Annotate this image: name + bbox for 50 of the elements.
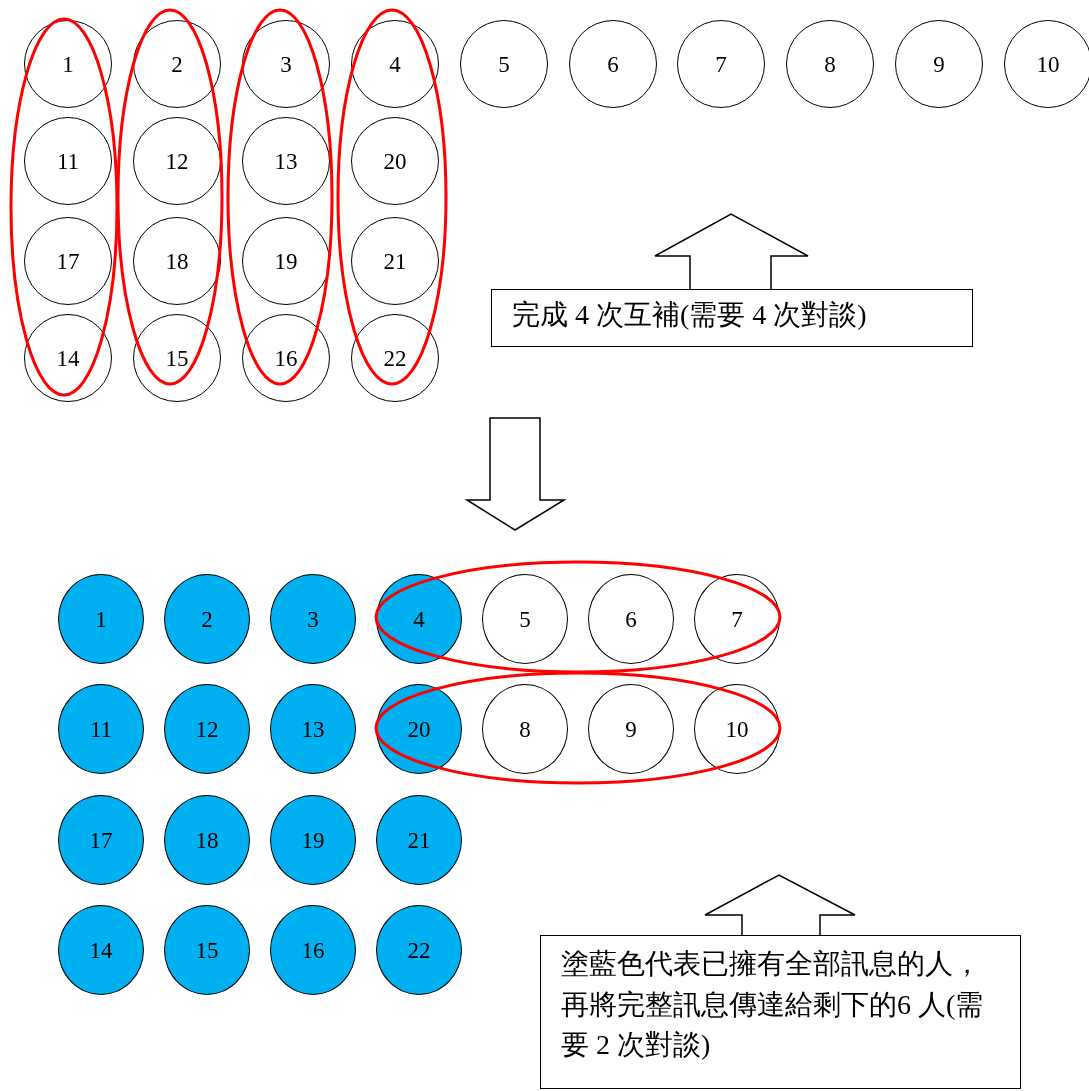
number-label: 1 xyxy=(62,52,74,76)
number-label: 17 xyxy=(56,249,80,273)
number-label: 7 xyxy=(731,607,743,631)
number-label: 22 xyxy=(383,346,407,370)
number-label: 2 xyxy=(201,607,213,631)
number-label: 14 xyxy=(56,346,80,370)
number-label: 12 xyxy=(165,149,189,173)
number-label: 21 xyxy=(383,249,407,273)
number-label: 11 xyxy=(89,717,113,741)
number-label: 3 xyxy=(280,52,292,76)
number-label: 13 xyxy=(274,149,298,173)
number-label: 18 xyxy=(195,828,219,852)
number-label: 5 xyxy=(498,52,510,76)
callout-text: 塗藍色代表已擁有全部訊息的人，再將完整訊息傳達給剩下的6 人(需要 2 次對談) xyxy=(561,947,985,1063)
number-label: 20 xyxy=(407,717,431,741)
number-label: 6 xyxy=(607,52,619,76)
number-label: 16 xyxy=(301,938,325,962)
callout-text: 完成 4 次互補(需要 4 次對談) xyxy=(512,298,868,332)
number-label: 4 xyxy=(389,52,401,76)
number-label: 4 xyxy=(413,607,425,631)
person-circle xyxy=(351,20,439,108)
number-label: 1 xyxy=(95,607,107,631)
number-label: 18 xyxy=(165,249,189,273)
number-label: 12 xyxy=(195,717,219,741)
number-label: 2 xyxy=(171,52,183,76)
number-label: 16 xyxy=(274,346,298,370)
number-label: 9 xyxy=(933,52,945,76)
number-label: 13 xyxy=(301,717,325,741)
number-label: 5 xyxy=(519,607,531,631)
number-label: 8 xyxy=(824,52,836,76)
number-label: 7 xyxy=(715,52,727,76)
number-label: 6 xyxy=(625,607,637,631)
number-label: 15 xyxy=(165,346,189,370)
number-label: 3 xyxy=(307,607,319,631)
number-label: 8 xyxy=(519,717,531,741)
number-label: 9 xyxy=(625,717,637,741)
number-label: 20 xyxy=(383,149,407,173)
number-label: 19 xyxy=(274,249,298,273)
callout-box xyxy=(491,289,973,347)
number-label: 15 xyxy=(195,938,219,962)
number-label: 17 xyxy=(89,828,113,852)
person-circle xyxy=(242,20,330,108)
number-label: 22 xyxy=(407,938,431,962)
number-label: 19 xyxy=(301,828,325,852)
number-label: 10 xyxy=(725,717,749,741)
callout-box xyxy=(540,935,1021,1089)
number-label: 10 xyxy=(1036,52,1060,76)
number-label: 11 xyxy=(56,149,80,173)
number-label: 14 xyxy=(89,938,113,962)
number-label: 21 xyxy=(407,828,431,852)
